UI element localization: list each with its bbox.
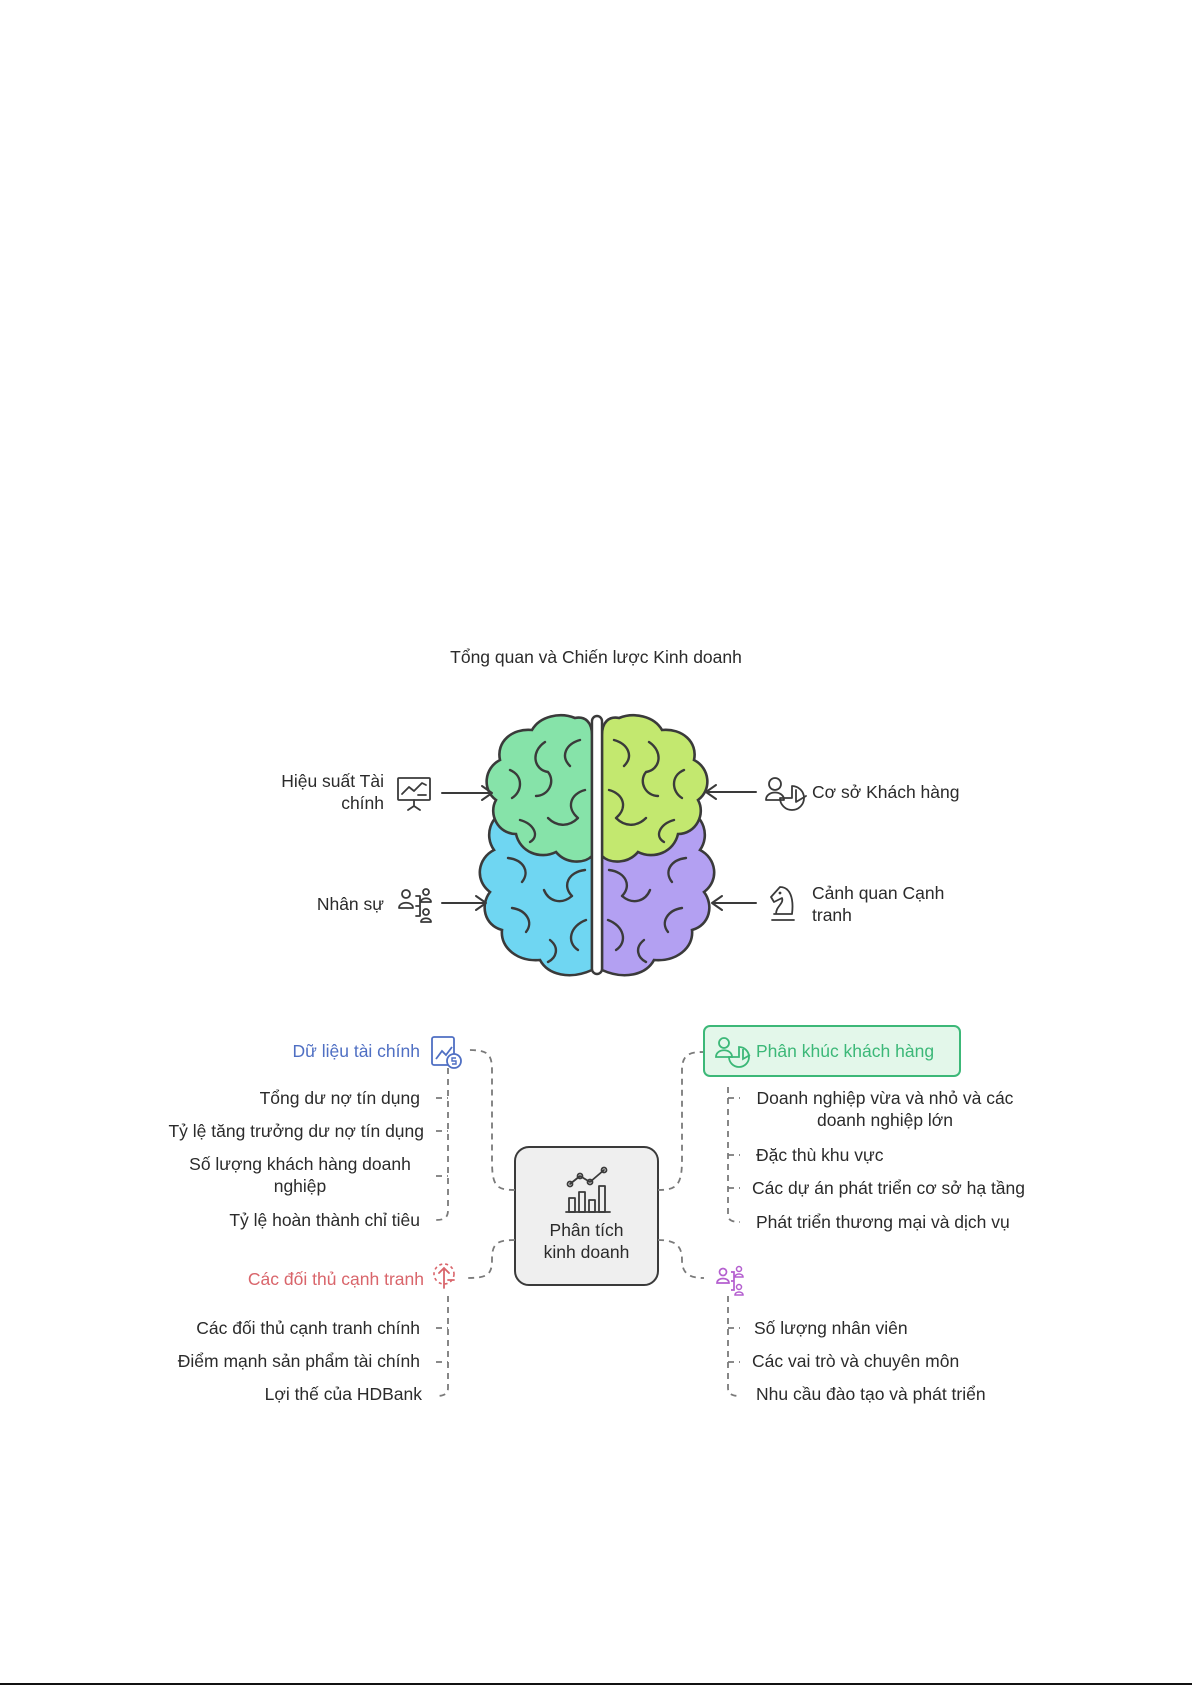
segment-item: Đặc thù khu vực [756, 1145, 884, 1165]
competitor-arrow-icon [433, 1263, 455, 1289]
center-node [514, 1146, 659, 1286]
brain-illustration [478, 714, 716, 977]
arrow-to-brain-bottom-right [711, 895, 757, 911]
financial-item: Tỷ lệ tăng trưởng dư nợ tín dụng [168, 1121, 424, 1141]
financial-item: Tỷ lệ hoàn thành chỉ tiêu [229, 1210, 420, 1230]
analytics-chart-icon [565, 1166, 611, 1213]
brain-label-bottom-left: Nhân sự [316, 894, 384, 914]
segment-item: Phát triển thương mại và dịch vụ [756, 1212, 1010, 1232]
financial-branch-title: Dữ liệu tài chính [292, 1041, 420, 1061]
segment-pie-icon [715, 1037, 751, 1068]
chess-knight-icon [770, 886, 795, 921]
competitors-branch-title: Các đối thủ cạnh tranh [247, 1269, 424, 1289]
page-title: Tổng quan và Chiến lược Kinh doanh [450, 647, 742, 667]
financial-item: Tổng dư nợ tín dụng [259, 1088, 420, 1108]
segment-item: Doanh nghiệp vừa và nhỏ và các doanh ngh… [756, 1088, 1014, 1130]
competitor-item: Lợi thế của HDBank [264, 1384, 422, 1404]
competitor-item: Các đối thủ cạnh tranh chính [196, 1318, 420, 1338]
staff-item: Các vai trò và chuyên môn [752, 1351, 960, 1371]
financial-item: Số lượng khách hàng doanh nghiệp [189, 1154, 411, 1196]
segments-branch-title: Phân khúc khách hàng [756, 1041, 935, 1061]
brain-label-top-right: Cơ sở Khách hàng [812, 782, 960, 802]
brain-label-bottom-right: Cảnh quan Cạnh tranh [812, 883, 945, 925]
segment-item: Các dự án phát triển cơ sở hạ tầng [752, 1178, 1026, 1198]
center-node-label: Phân tích kinh doanh [543, 1220, 630, 1262]
brain-label-top-left: Hiệu suất Tài chính [281, 771, 384, 813]
financial-data-icon [431, 1036, 462, 1069]
staff-item: Nhu cầu đào tạo và phát triển [756, 1384, 986, 1404]
arrow-to-brain-top-left [441, 785, 493, 801]
competitor-item: Điểm mạnh sản phẩm tài chính [177, 1351, 420, 1371]
staff-hierarchy-icon [716, 1265, 744, 1296]
presentation-chart-icon [397, 777, 431, 811]
staff-item: Số lượng nhân viên [754, 1318, 908, 1338]
segments-header-box [703, 1025, 961, 1077]
people-hierarchy-icon [398, 888, 432, 923]
page-bottom-border [0, 1683, 1192, 1685]
customer-pie-icon [765, 777, 807, 811]
arrow-to-brain-bottom-left [441, 895, 487, 911]
arrow-to-brain-top-right [705, 784, 757, 800]
